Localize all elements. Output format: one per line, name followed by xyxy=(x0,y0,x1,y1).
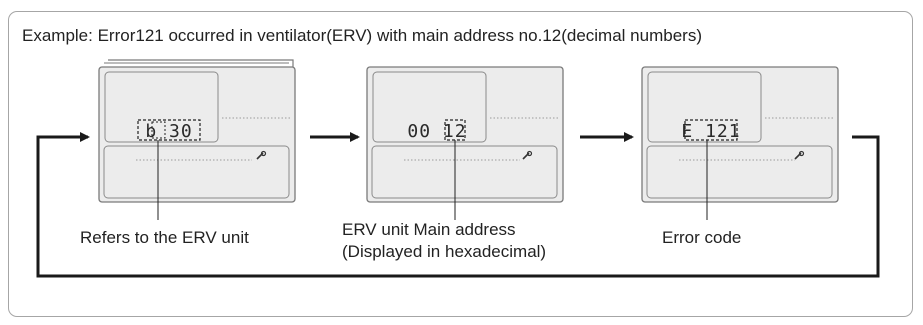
label-main-address-line1: ERV unit Main address xyxy=(342,220,516,239)
display-text-3: E 121 xyxy=(681,121,740,142)
label-erv-unit: Refers to the ERV unit xyxy=(80,228,249,247)
outer-frame xyxy=(8,11,913,317)
loop-back-arrow xyxy=(36,132,880,278)
wrench-icon xyxy=(522,150,533,160)
wrench-icon xyxy=(256,150,267,160)
label-error-code: Error code xyxy=(662,228,742,247)
controller-panel-2: 00 12 xyxy=(366,66,564,220)
display-text-2: 00 12 xyxy=(407,121,466,142)
controller-panel-1: b 30 xyxy=(98,59,296,220)
label-main-address-line2: (Displayed in hexadecimal) xyxy=(342,242,547,261)
wrench-icon xyxy=(794,150,805,160)
display-text-1: b 30 xyxy=(145,121,192,142)
example-title: Example: Error121 occurred in ventilator… xyxy=(22,26,702,45)
controller-panel-3: E 121 xyxy=(641,66,839,220)
